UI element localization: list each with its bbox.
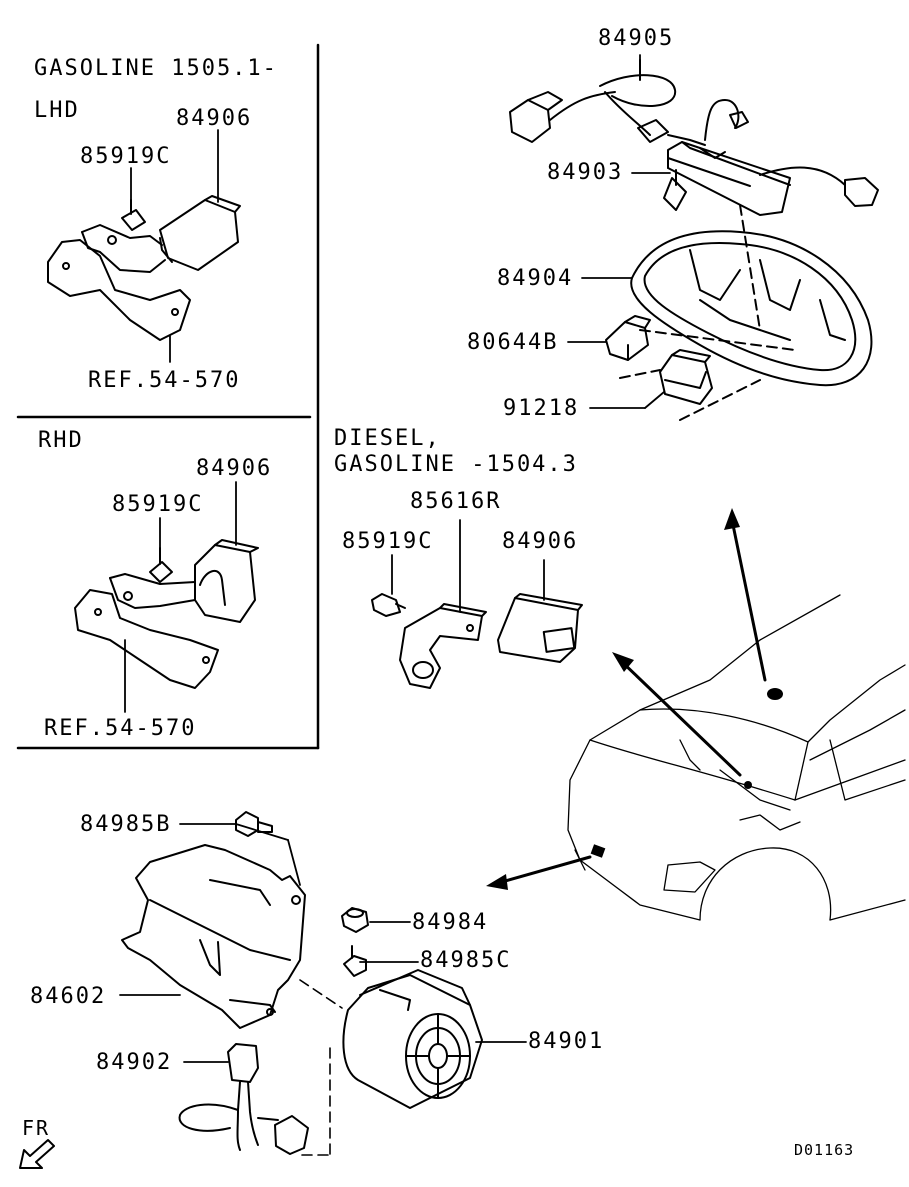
front-label: FR: [22, 1116, 51, 1140]
part-label-84985C[interactable]: 84985C: [420, 948, 512, 973]
gasoline-lhd-heading: GASOLINE 1505.1-: [34, 56, 278, 81]
part-label-85919C-diesel[interactable]: 85919C: [342, 529, 434, 554]
part-label-85919C-rhd[interactable]: 85919C: [112, 492, 204, 517]
lhd-leader-lines: [131, 130, 218, 362]
bottom-dashed-guides: [300, 980, 342, 1155]
nut-84984-drawing: [342, 908, 368, 932]
bottom-leader-lines: [120, 824, 526, 1062]
panel-dividers: [18, 45, 318, 748]
switch-91218-drawing: [660, 350, 712, 404]
front-direction-arrow-icon: [20, 1140, 54, 1168]
ref-label-rhd[interactable]: REF.54-570: [44, 716, 197, 741]
part-label-84906-lhd[interactable]: 84906: [176, 106, 253, 131]
part-label-91218[interactable]: 91218: [503, 396, 580, 421]
rhd-leader-lines: [125, 482, 236, 712]
leader-lines-top-right: [568, 55, 670, 408]
rhd-assembly-drawing: [75, 540, 258, 688]
connector-80644B-drawing: [606, 316, 650, 360]
drawing-id: D01163: [794, 1141, 855, 1159]
location-arrows: [498, 520, 765, 883]
rhd-heading: RHD: [38, 428, 84, 453]
diesel-gasoline-heading: GASOLINE -1504.3: [334, 452, 578, 477]
part-label-85919C-lhd[interactable]: 85919C: [80, 144, 172, 169]
horn-84901-drawing: [343, 970, 482, 1108]
part-label-84902[interactable]: 84902: [96, 1050, 173, 1075]
part-label-84985B[interactable]: 84985B: [80, 812, 172, 837]
part-label-84906-diesel[interactable]: 84906: [502, 529, 579, 554]
part-label-80644B[interactable]: 80644B: [467, 330, 559, 355]
part-label-84906-rhd[interactable]: 84906: [196, 456, 273, 481]
diesel-unit-84906-drawing: [498, 594, 582, 662]
vehicle-outline-drawing: [568, 595, 905, 920]
lhd-heading: LHD: [34, 98, 80, 123]
bolt-84985C-drawing: [344, 946, 366, 976]
lhd-assembly-drawing: [48, 196, 240, 340]
harness-84902-drawing: [180, 1044, 308, 1154]
part-label-84901[interactable]: 84901: [528, 1029, 605, 1054]
bracket-84602-drawing: [122, 845, 305, 1028]
bolt-84985B-drawing: [236, 812, 272, 836]
part-label-84984[interactable]: 84984: [412, 910, 489, 935]
location-markers: [590, 688, 783, 858]
part-label-84602[interactable]: 84602: [30, 984, 107, 1009]
part-label-84904[interactable]: 84904: [497, 266, 574, 291]
part-label-84905[interactable]: 84905: [598, 26, 675, 51]
diesel-leader-lines: [392, 520, 544, 612]
diesel-bracket-drawing: [372, 594, 486, 688]
sensor-84903-drawing: [664, 142, 790, 215]
arrow-heads: [486, 508, 740, 890]
ref-label-lhd[interactable]: REF.54-570: [88, 368, 241, 393]
cover-84904-drawing: [620, 205, 871, 420]
part-label-84903[interactable]: 84903: [547, 160, 624, 185]
part-label-85616R[interactable]: 85616R: [410, 489, 502, 514]
diesel-heading: DIESEL,: [334, 426, 441, 451]
